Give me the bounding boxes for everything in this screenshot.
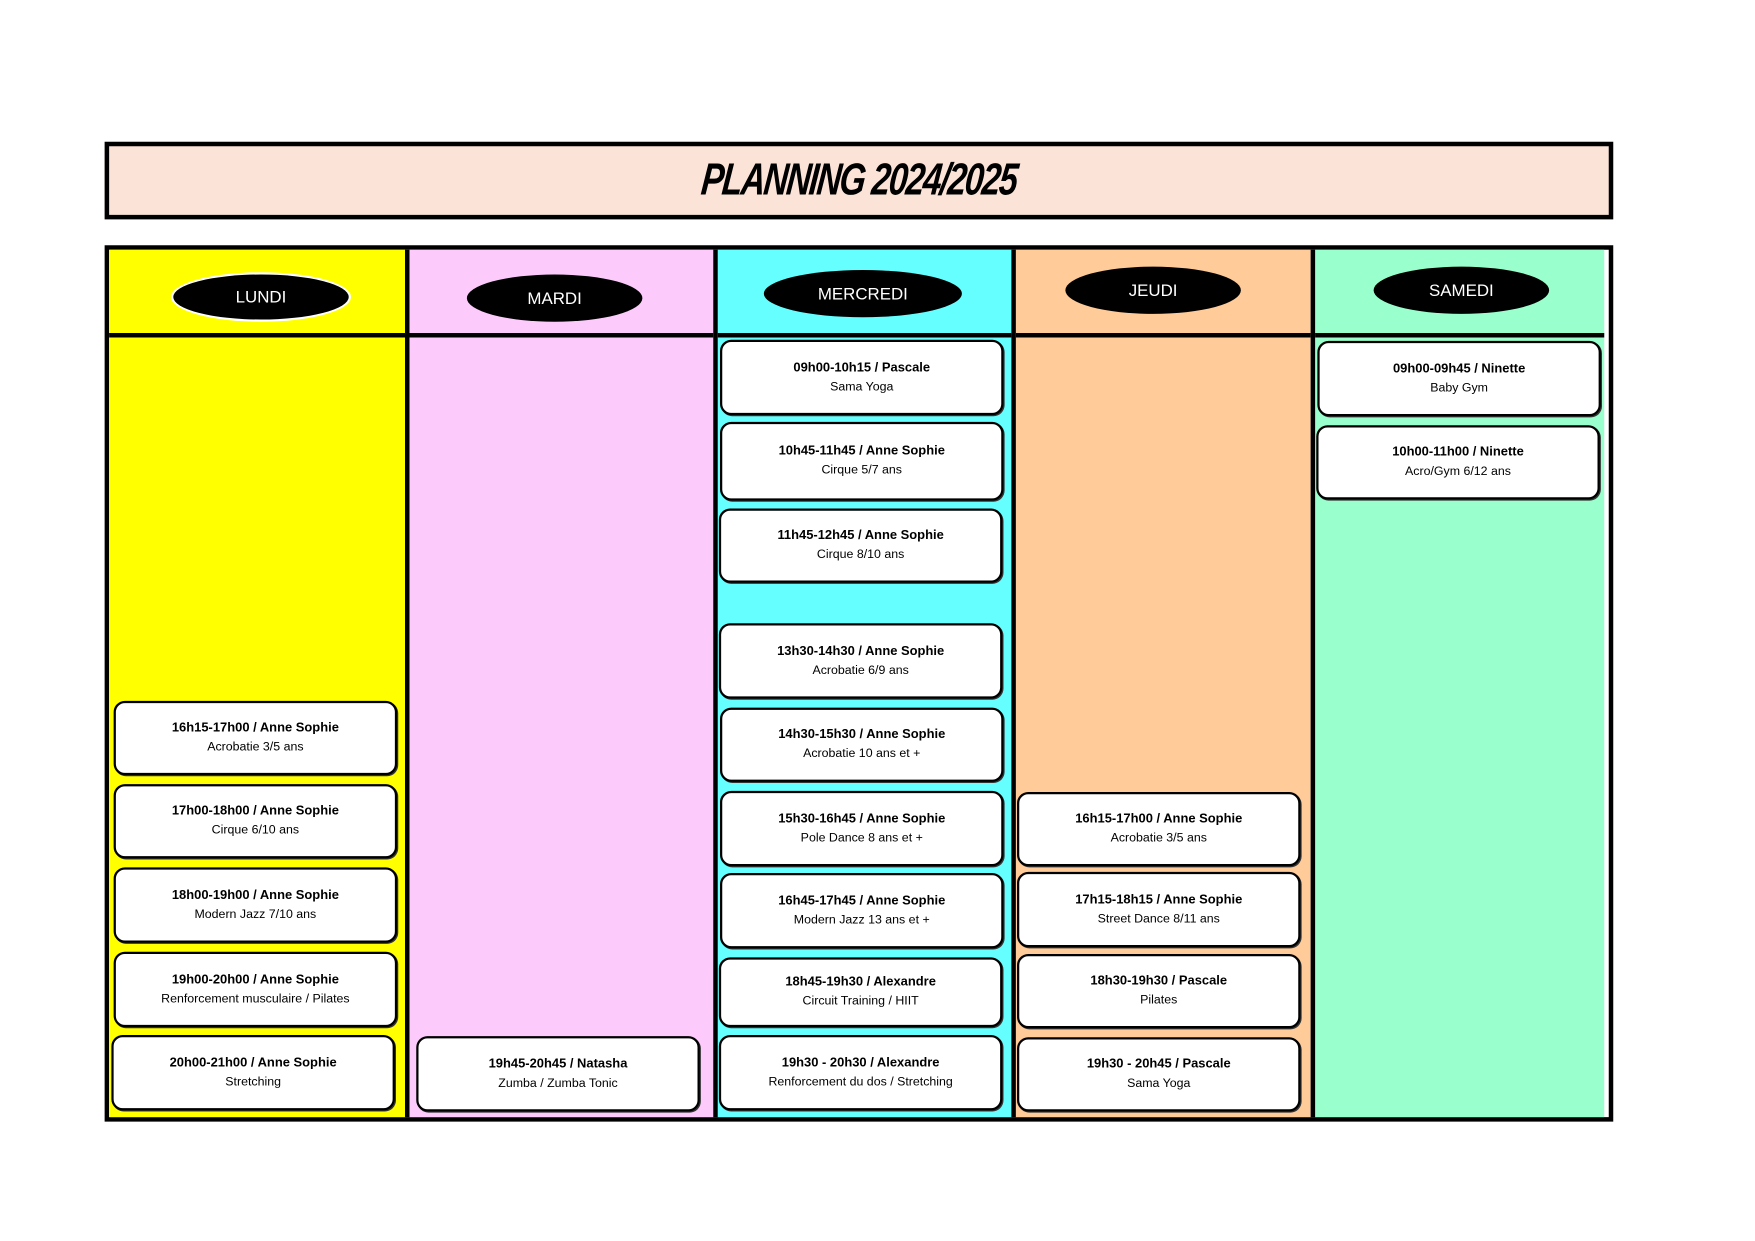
class-time-teacher: 19h45-20h45 / Natasha	[488, 1056, 628, 1071]
day-header: JEUDI	[1015, 250, 1311, 338]
class-activity: Zumba / Zumba Tonic	[498, 1076, 618, 1090]
day-header: MARDI	[409, 250, 714, 338]
class-time-teacher: 09h00-10h15 / Pascale	[793, 360, 931, 375]
day-label-lundi: LUNDI	[173, 274, 349, 320]
class-time-teacher: 15h30-16h45 / Anne Sophie	[778, 811, 946, 826]
class-time-teacher: 18h00-19h00 / Anne Sophie	[171, 888, 339, 902]
day-header: SAMEDI	[1315, 250, 1605, 338]
class-activity: Acrobatie 6/9 ans	[812, 663, 909, 677]
class-time-teacher: 16h45-17h45 / Anne Sophie	[778, 893, 946, 908]
class-activity: Acrobatie 3/5 ans	[207, 740, 304, 754]
class-time-teacher: 13h30-14h30 / Anne Sophie	[777, 644, 945, 658]
class-time-teacher: 14h30-15h30 / Anne Sophie	[778, 727, 946, 742]
class-activity: Pilates	[1140, 993, 1178, 1007]
class-activity: Renforcement du dos / Stretching	[768, 1074, 953, 1089]
class-time-teacher: 10h00-11h00 / Ninette	[1392, 445, 1524, 460]
class-activity: Cirque 6/10 ans	[211, 823, 300, 838]
class-time-teacher: 20h00-21h00 / Anne Sophie	[169, 1055, 337, 1070]
class-activity: Sama Yoga	[830, 379, 894, 394]
class-activity: Circuit Training / HIIT	[802, 994, 919, 1009]
page-title: PLANNING 2024/2025	[698, 155, 1020, 205]
day-label-jeudi: JEUDI	[1065, 266, 1241, 314]
class-time-teacher: 18h45-19h30 / Alexandre	[785, 975, 936, 989]
class-time-teacher: 09h00-09h45 / Ninette	[1392, 361, 1526, 376]
day-header: LUNDI	[109, 250, 405, 338]
class-activity: Acro/Gym 6/12 ans	[1405, 464, 1511, 479]
class-time-teacher: 19h00-20h00 / Anne Sophie	[171, 972, 339, 987]
day-label-samedi: SAMEDI	[1373, 266, 1550, 314]
class-activity: Cirque 5/7 ans	[821, 463, 902, 478]
title-banner: PLANNING 2024/2025	[104, 141, 1614, 220]
class-time-teacher: 10h45-11h45 / Anne Sophie	[778, 444, 945, 458]
class-time-teacher: 16h15-17h00 / Anne Sophie	[171, 721, 339, 735]
class-activity: Modern Jazz 13 ans et +	[793, 912, 930, 927]
class-activity: Stretching	[225, 1074, 281, 1089]
class-activity: Modern Jazz 7/10 ans	[194, 907, 317, 921]
class-activity: Pole Dance 8 ans et +	[800, 830, 923, 845]
class-activity: Renforcement musculaire / Pilates	[161, 991, 350, 1006]
column-divider	[1310, 249, 1316, 1118]
class-activity: Cirque 8/10 ans	[816, 547, 905, 562]
day-label-mercredi: MERCREDI	[763, 270, 962, 318]
column-divider	[405, 249, 410, 1118]
class-time-teacher: 19h30 - 20h45 / Pascale	[1086, 1057, 1231, 1072]
class-activity: Street Dance 8/11 ans	[1097, 911, 1220, 926]
column-divider	[1011, 249, 1016, 1118]
class-time-teacher: 16h15-17h00 / Anne Sophie	[1075, 812, 1243, 826]
class-time-teacher: 18h30-19h30 / Pascale	[1090, 974, 1228, 988]
day-header: MERCREDI	[717, 250, 1012, 338]
class-time-teacher: 17h00-18h00 / Anne Sophie	[171, 804, 339, 818]
class-activity: Acrobatie 3/5 ans	[1110, 831, 1207, 845]
class-activity: Acrobatie 10 ans et +	[803, 747, 921, 761]
class-activity: Baby Gym	[1430, 380, 1489, 395]
class-time-teacher: 11h45-12h45 / Anne Sophie	[777, 528, 944, 543]
class-activity: Sama Yoga	[1127, 1076, 1191, 1091]
day-label-mardi: MARDI	[466, 274, 643, 322]
class-time-teacher: 19h30 - 20h30 / Alexandre	[781, 1055, 940, 1070]
class-time-teacher: 17h15-18h15 / Anne Sophie	[1075, 892, 1243, 907]
column-divider	[713, 249, 718, 1118]
